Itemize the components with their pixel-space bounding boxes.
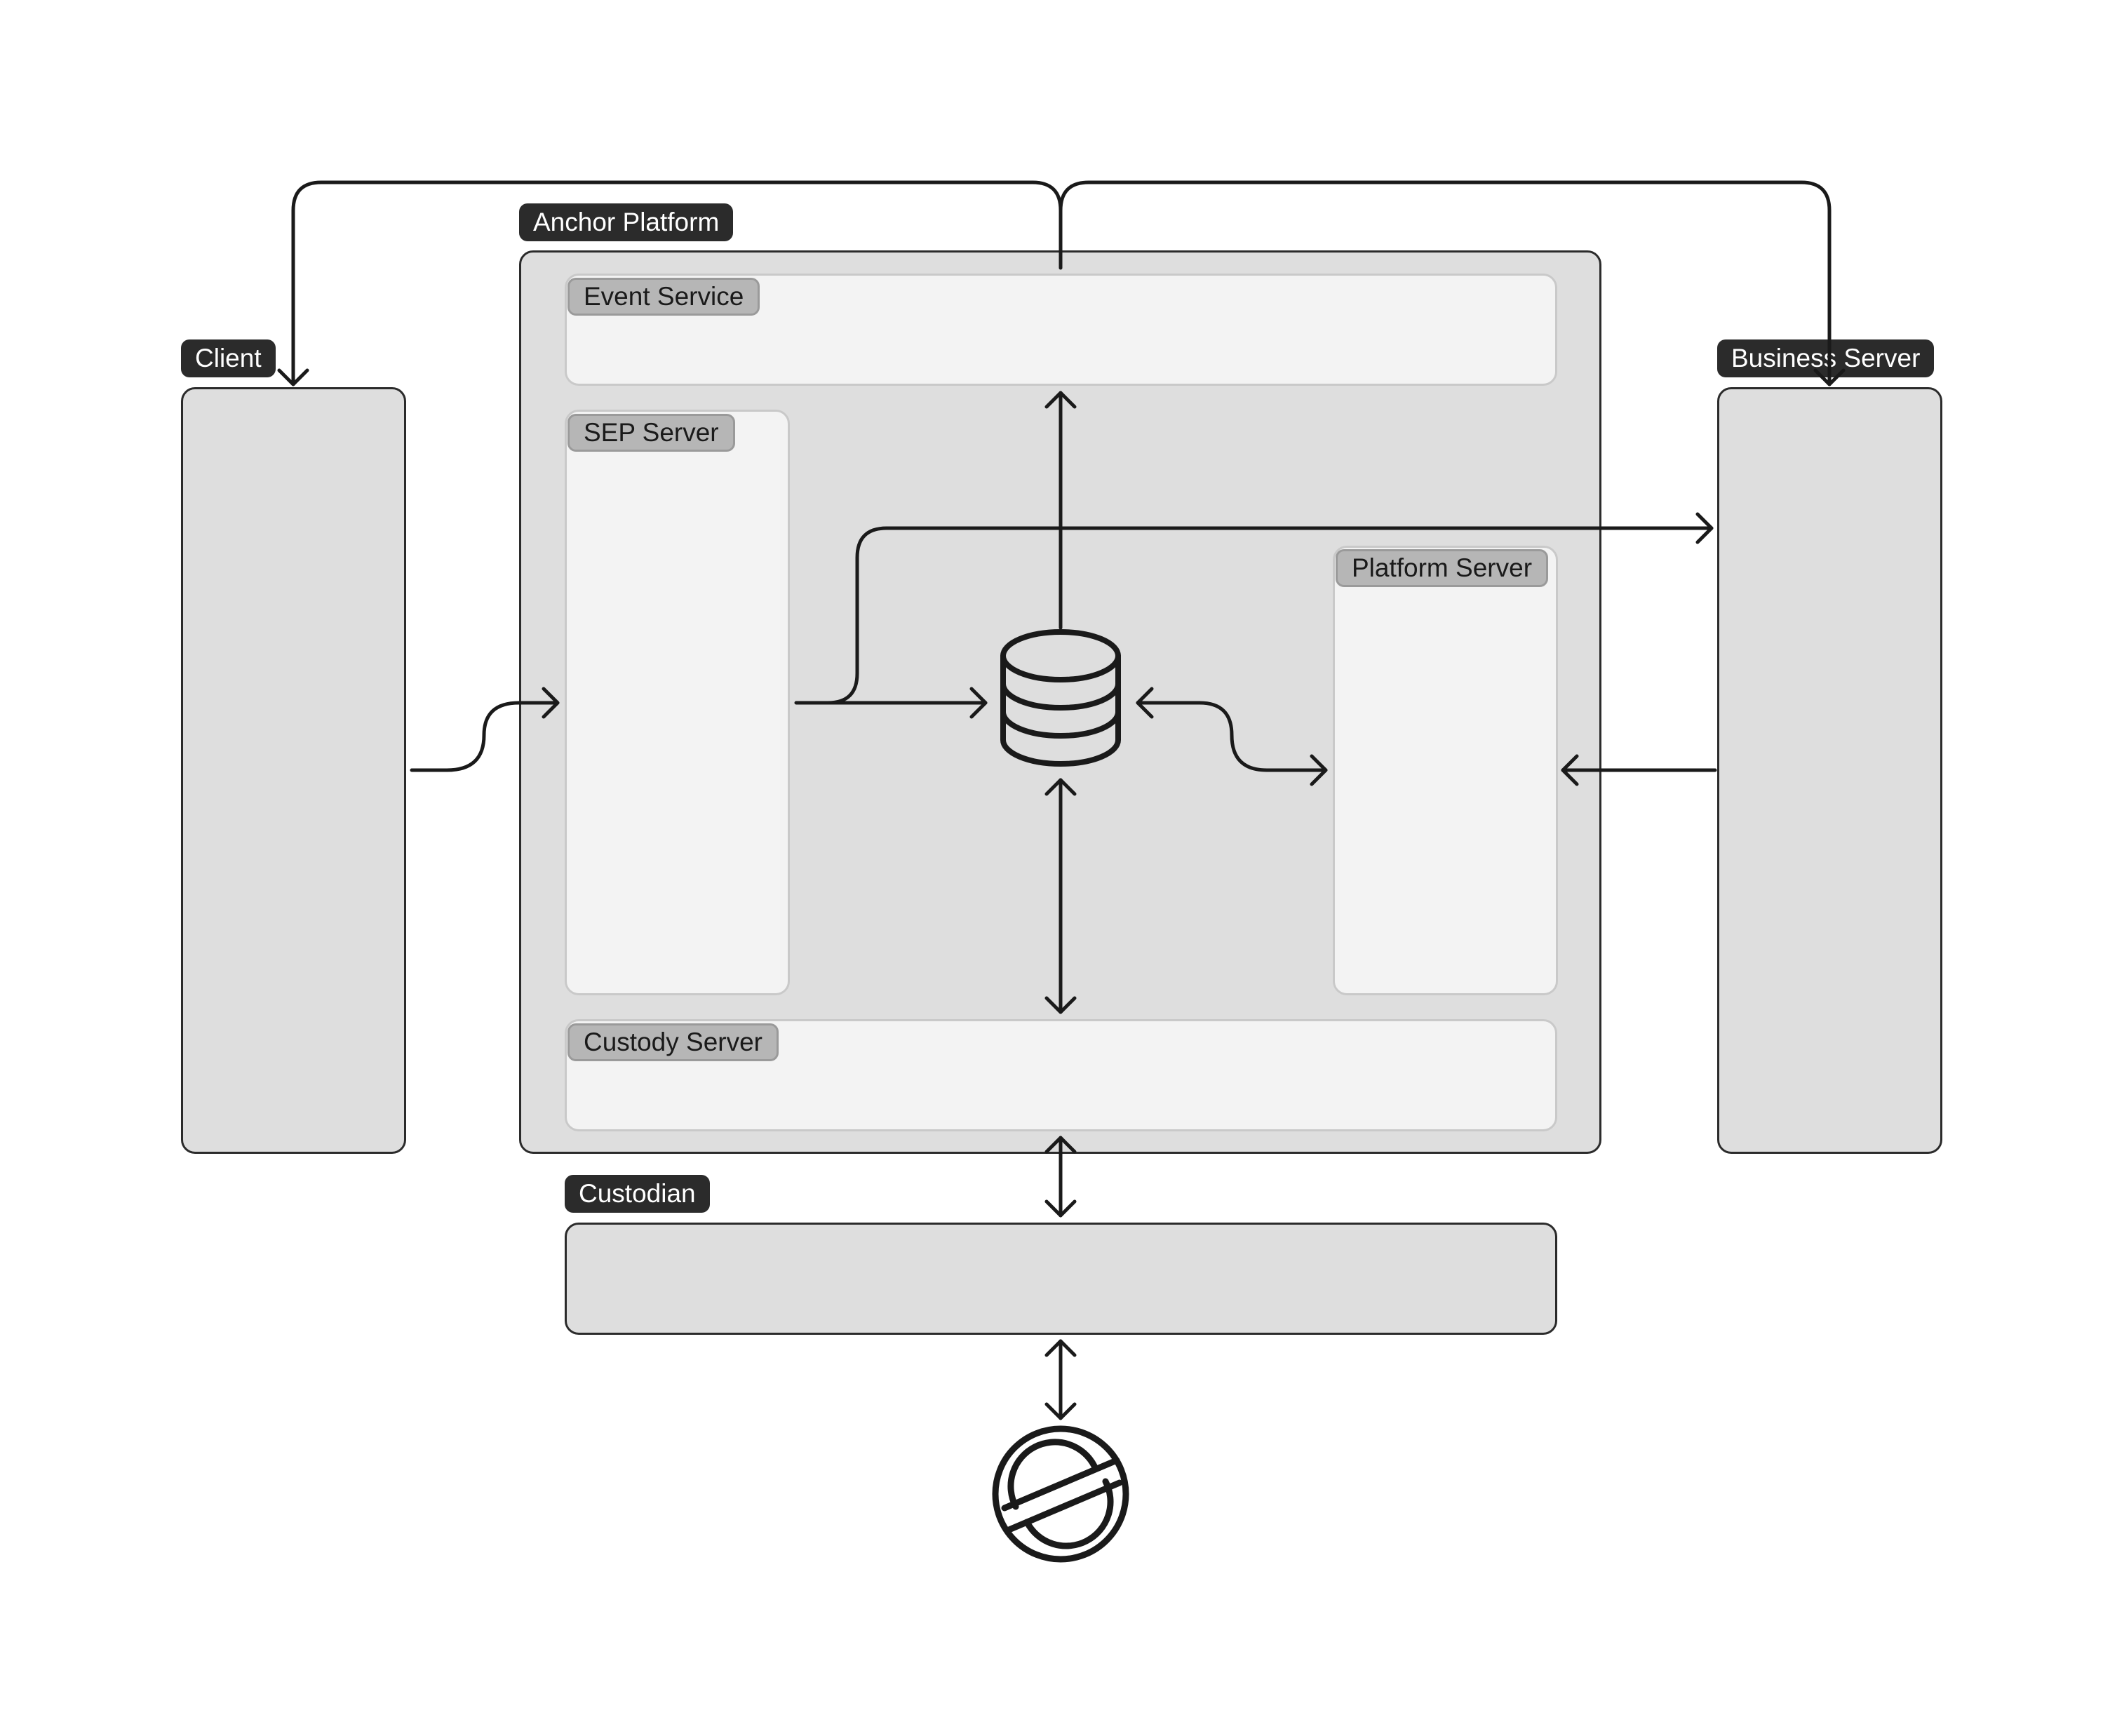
business-server-label: Business Server <box>1717 339 1935 377</box>
sep-to-business-arrowhead <box>1695 512 1714 544</box>
custody-custodian-arrowhead-up <box>1044 1136 1077 1154</box>
client-to-sep-arrowhead <box>542 687 560 719</box>
business-to-platform-arrowhead <box>1561 754 1579 786</box>
client-box <box>181 387 406 1154</box>
platform-server-label: Platform Server <box>1336 549 1549 587</box>
database-to-event-arrowhead <box>1044 391 1077 409</box>
database-icon <box>1000 629 1121 767</box>
event-to-business-arrow <box>1059 180 1832 386</box>
sep-to-business-arrow <box>826 526 1714 705</box>
stellar-logo-icon <box>992 1425 1129 1563</box>
sep-server-label: SEP Server <box>567 414 735 452</box>
custodian-box <box>565 1223 1557 1335</box>
database-platform-arrowhead-left <box>1136 687 1154 719</box>
sep-server-box <box>565 410 790 995</box>
sep-to-database-arrowhead <box>969 687 988 719</box>
event-service-label: Event Service <box>567 278 760 316</box>
custody-server-label: Custody Server <box>567 1023 779 1061</box>
custodian-stellar-arrowhead-down <box>1044 1402 1077 1420</box>
custodian-stellar-arrowhead-up <box>1044 1339 1077 1357</box>
database-custody-arrowhead-up <box>1044 778 1077 796</box>
database-platform-arrowhead-right <box>1310 754 1328 786</box>
business-server-box <box>1717 387 1942 1154</box>
database-platform-arrow <box>1136 701 1328 772</box>
database-custody-arrowhead-down <box>1044 996 1077 1014</box>
platform-server-box <box>1333 546 1558 995</box>
custodian-label: Custodian <box>565 1175 710 1213</box>
anchor-platform-label: Anchor Platform <box>519 203 734 241</box>
event-to-business-arrowhead <box>1813 368 1846 386</box>
custody-custodian-arrowhead-down <box>1044 1199 1077 1218</box>
event-to-client-arrowhead <box>277 368 309 386</box>
client-to-sep-arrow <box>410 701 560 772</box>
client-label: Client <box>181 339 276 377</box>
event-to-client-arrow <box>291 180 1063 386</box>
